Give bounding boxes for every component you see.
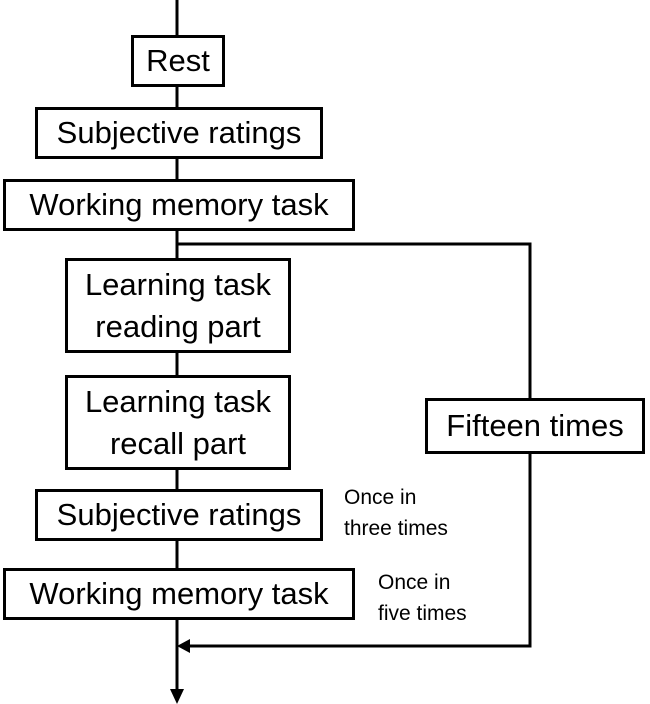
- flow-end-arrow: [170, 689, 184, 704]
- wm-frequency-line-1: Once in: [378, 571, 451, 594]
- ratings-frequency-note: Once in three times: [344, 482, 448, 544]
- wm-frequency-line-2: five times: [378, 602, 467, 625]
- learning-recall-line-2: recall part: [109, 425, 247, 461]
- subjective-ratings-label-2: Subjective ratings: [56, 497, 302, 532]
- learning-recall-box: Learning task recall part: [65, 375, 291, 470]
- working-memory-box-2: Working memory task: [3, 568, 355, 620]
- ratings-frequency-line-2: three times: [344, 517, 448, 540]
- fifteen-times-label: Fifteen times: [446, 408, 624, 443]
- working-memory-box-1: Working memory task: [3, 179, 355, 231]
- fifteen-times-box: Fifteen times: [425, 398, 645, 454]
- learning-reading-line-1: Learning task: [84, 266, 272, 302]
- ratings-frequency-line-1: Once in: [344, 486, 417, 509]
- rest-label: Rest: [146, 43, 210, 78]
- working-memory-label-2: Working memory task: [29, 576, 329, 611]
- subjective-ratings-box-1: Subjective ratings: [35, 107, 323, 159]
- loop-return-arrow: [177, 639, 190, 653]
- subjective-ratings-box-2: Subjective ratings: [35, 489, 323, 541]
- wm-frequency-note: Once in five times: [378, 567, 467, 629]
- learning-reading-line-2: reading part: [95, 308, 261, 344]
- learning-reading-box: Learning task reading part: [65, 258, 291, 353]
- working-memory-label-1: Working memory task: [29, 187, 329, 222]
- rest-box: Rest: [131, 35, 225, 87]
- learning-recall-line-1: Learning task: [84, 383, 272, 419]
- subjective-ratings-label-1: Subjective ratings: [56, 115, 302, 150]
